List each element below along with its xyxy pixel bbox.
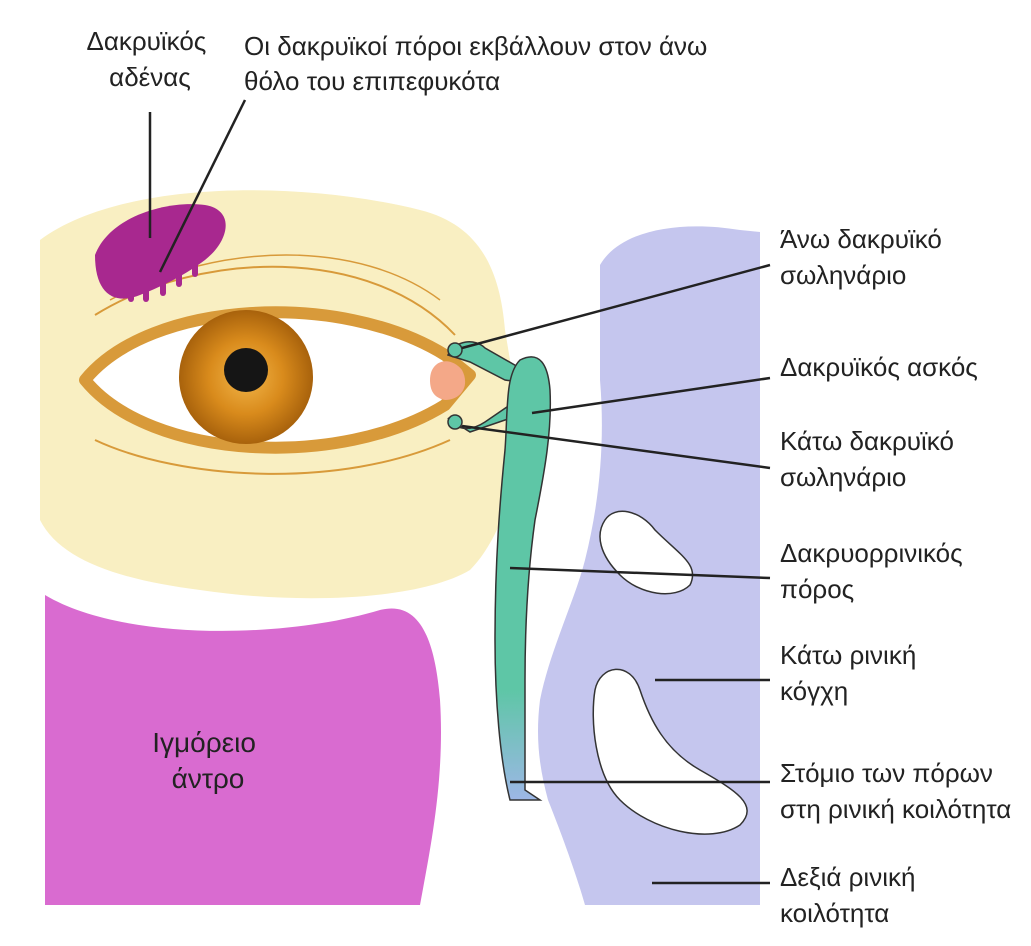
label-nasal-cavity: Δεξιά ρινική κοιλότητα [780, 862, 923, 928]
label-lacrimal-gland: Δακρυϊκός αδένας [86, 26, 213, 92]
label-lacrimal-sac: Δακρυϊκός ασκός [780, 352, 978, 382]
label-ducts: Οι δακρυϊκοί πόροι εκβάλλουν στον άνω θό… [244, 31, 715, 96]
label-nasolacrimal-duct: Δακρυορρινικός πόρος [780, 538, 970, 604]
pupil [224, 348, 268, 392]
upper-punctum [448, 343, 462, 357]
label-upper-canaliculus: Άνω δακρυϊκό σωληνάριο [780, 224, 949, 290]
label-duct-opening: Στόμιο των πόρων στη ρινική κοιλότητα [780, 758, 1011, 824]
lower-punctum [448, 415, 462, 429]
label-lower-canaliculus: Κάτω δακρυϊκό σωληνάριο [780, 426, 961, 492]
label-inferior-turbinate: Κάτω ρινική κόγχη [780, 640, 924, 706]
